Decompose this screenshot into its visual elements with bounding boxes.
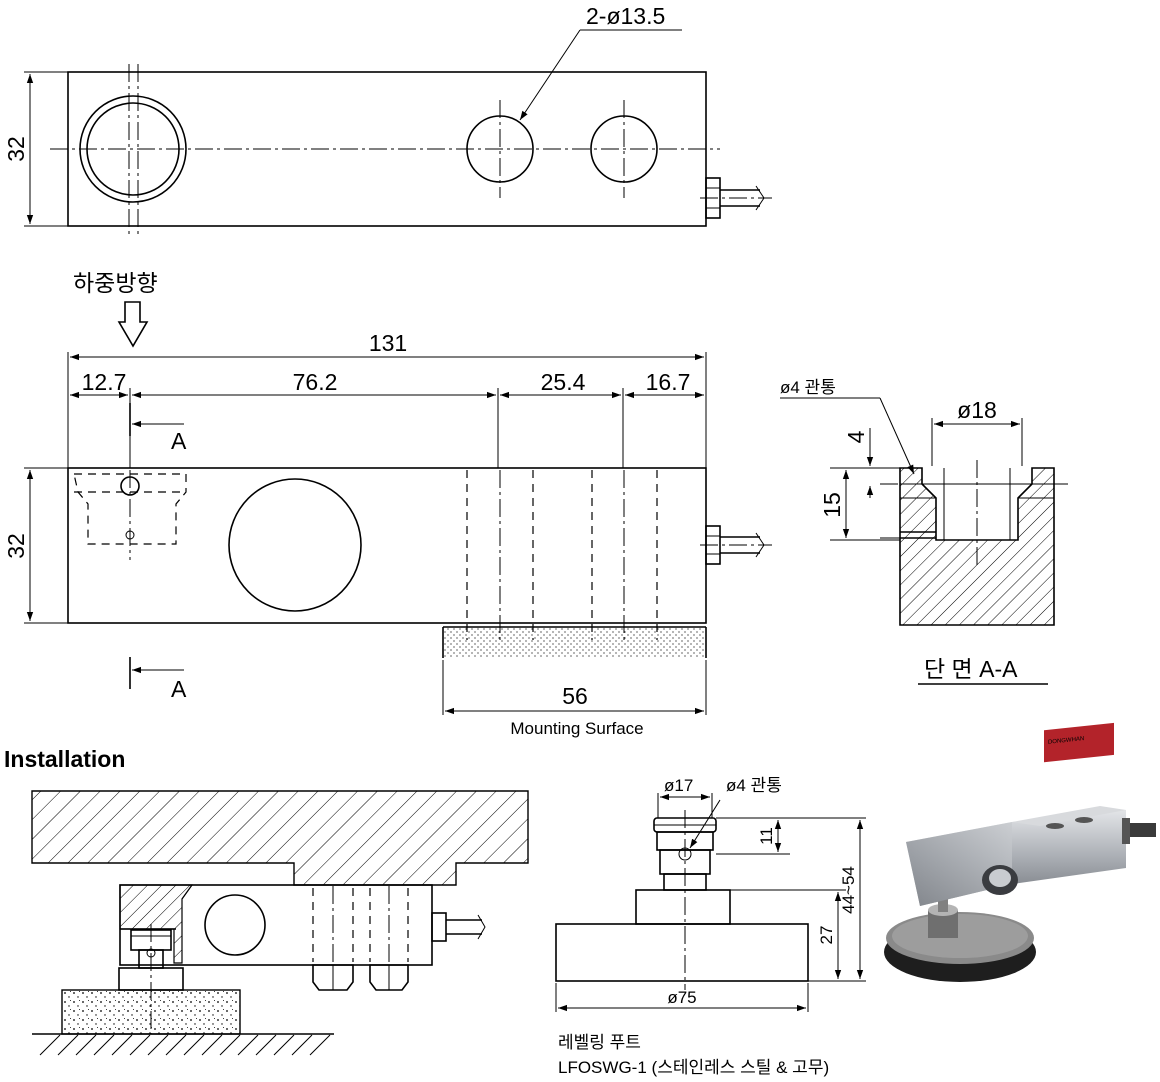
- gauge-bore: [228, 478, 362, 612]
- load-direction-label: 하중방향: [73, 270, 158, 296]
- section-dia-18: ø18: [957, 397, 997, 423]
- holes-label: 2-ø13.5: [586, 3, 665, 29]
- foot-dim-11: 11: [757, 827, 776, 845]
- foot-dim-44-54: 44~54: [839, 866, 858, 914]
- foot-caption-model: LFOSWG-1: [558, 1058, 647, 1077]
- top-height-dim: 32: [3, 136, 29, 162]
- side-view-body: [67, 467, 707, 624]
- section-a-a: 4 15 ø18 ø4 관통 단 면 A-A: [780, 378, 1068, 685]
- load-arrow-icon: [117, 301, 149, 348]
- dim-12-7: 12.7: [82, 369, 127, 395]
- product-photo: DONGWHAN: [884, 722, 1156, 982]
- dim-25-4: 25.4: [541, 369, 586, 395]
- svg-text:LFOSWG-1 (스테인레스 스틸 & 고무): LFOSWG-1 (스테인레스 스틸 & 고무): [558, 1058, 829, 1077]
- section-mark-top: A: [171, 428, 187, 454]
- foot-dim-27: 27: [817, 926, 836, 945]
- foot-dia-17: ø17: [664, 776, 693, 795]
- side-height-dim: 32: [3, 533, 29, 559]
- section-dim-4: 4: [843, 430, 869, 443]
- mounting-surface-block: [443, 627, 706, 658]
- dim-76-2: 76.2: [293, 369, 338, 395]
- section-title: 단 면 A-A: [924, 656, 1018, 682]
- mounting-surface-label: Mounting Surface: [510, 719, 643, 738]
- installation-heading: Installation: [4, 746, 125, 772]
- foot-thru-label: ø4 관통: [726, 776, 782, 795]
- foot-dia-75: ø75: [667, 988, 696, 1007]
- section-thru-label: ø4 관통: [780, 378, 836, 397]
- dim-16-7: 16.7: [646, 369, 691, 395]
- total-length-dim: 131: [369, 330, 407, 356]
- side-view: 하중방향 131 12.7 76.2 25.4 16.7 A A: [3, 270, 772, 738]
- installation-drawing: [31, 790, 529, 1056]
- section-dim-15: 15: [819, 492, 845, 518]
- foot-caption-material: (스테인레스 스틸 & 고무): [652, 1058, 830, 1077]
- section-mark-bottom: A: [171, 676, 187, 702]
- leveling-foot-drawing: ø17 ø4 관통 11 27 44~54 ø75 레벨링 푸트 LFOSWG-…: [555, 776, 866, 1077]
- large-bore-outer: [79, 95, 187, 203]
- foot-caption-ko: 레벨링 푸트: [558, 1033, 641, 1052]
- top-view: 32 2-ø13.5: [3, 3, 772, 236]
- photo-brand: DONGWHAN: [1048, 736, 1084, 746]
- mount-width-dim: 56: [562, 683, 588, 709]
- large-bore-inner: [86, 102, 180, 196]
